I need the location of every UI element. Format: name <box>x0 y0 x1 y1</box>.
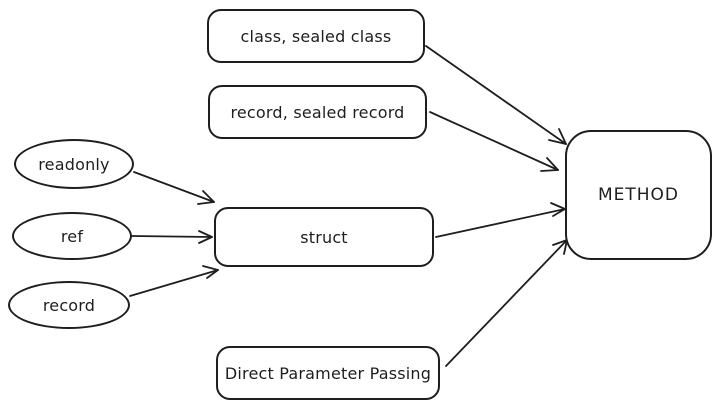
node-label: class, sealed class <box>240 26 392 46</box>
edge-record-to-struct <box>129 269 219 297</box>
node-record-sealed-record: record, sealed record <box>208 85 427 139</box>
edge-ref-to-struct-head <box>198 230 213 244</box>
edge-readonly-to-struct <box>133 171 215 203</box>
node-label: Direct Parameter Passing <box>224 363 432 383</box>
node-label: ref <box>60 226 84 246</box>
node-label: METHOD <box>597 185 680 205</box>
node-label: record, sealed record <box>230 102 405 122</box>
node-struct: struct <box>214 207 434 267</box>
node-method: METHOD <box>565 130 712 260</box>
edge-record-class-to-method-head <box>540 157 559 172</box>
node-label: readonly <box>38 154 110 174</box>
node-label: record <box>42 295 96 315</box>
edge-record-class-to-method <box>429 111 559 171</box>
node-readonly: readonly <box>14 139 134 189</box>
edge-ref-to-struct <box>131 235 213 238</box>
node-class-sealed-class: class, sealed class <box>207 9 425 63</box>
node-label: struct <box>300 227 348 247</box>
edge-struct-to-method <box>435 208 566 238</box>
edge-readonly-to-struct-head <box>197 190 215 205</box>
edge-struct-to-method-head <box>550 202 566 217</box>
node-record: record <box>8 281 130 329</box>
edge-direct-to-method <box>445 239 568 367</box>
edge-class-to-method-head <box>548 128 567 145</box>
node-ref: ref <box>12 212 132 260</box>
node-direct-parameter-passing: Direct Parameter Passing <box>216 346 440 400</box>
edge-record-to-struct-head <box>202 265 219 279</box>
edge-class-to-method <box>425 45 567 145</box>
